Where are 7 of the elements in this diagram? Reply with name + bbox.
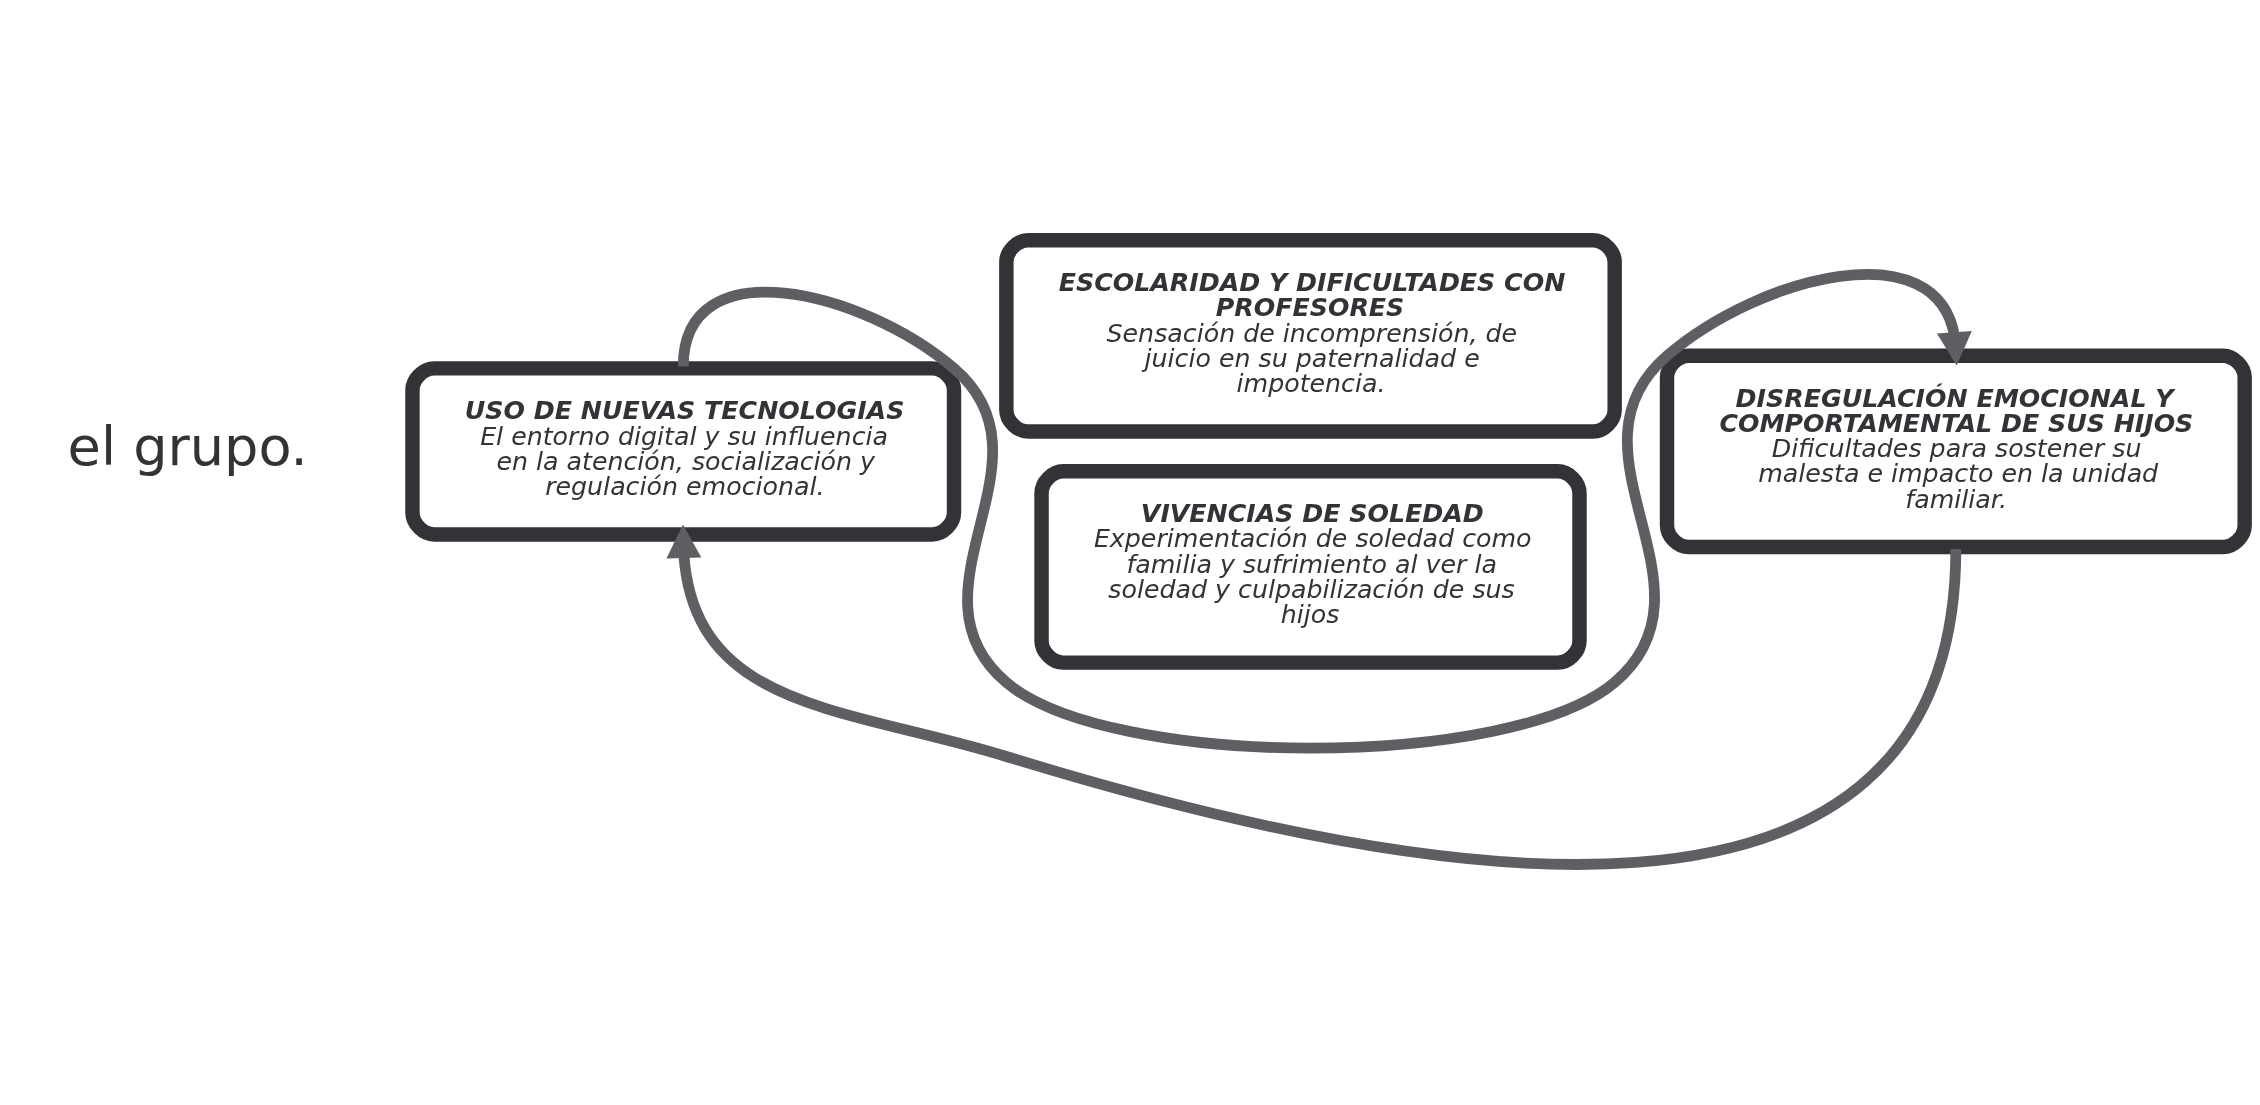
node-box: VIVENCIAS DE SOLEDAD Experimentación de soledad como familia y sufrimiento al ver la soledad y culpabilización de sus hijos xyxy=(1034,464,1587,670)
arrow xyxy=(677,269,1972,754)
node-box: DISREGULACIÓN EMOCIONAL Y COMPORTAMENTAL DE SUS HIJOS Dificultades para sostener su malesta e impacto en la unidad familiar. xyxy=(1659,348,2252,555)
node-box: ESCOLARIDAD Y DIFICULTADES CON PROFESORES Sensación de incomprensión, de juicio en su paternalidad e impotencia. xyxy=(999,233,1622,439)
label: el grupo. xyxy=(67,414,308,478)
arrow xyxy=(666,524,1962,870)
node-box: USO DE NUEVAS TECNOLOGIAS El entorno digital y su influencia en la atención, socialización y regulación emocional. xyxy=(405,361,962,542)
